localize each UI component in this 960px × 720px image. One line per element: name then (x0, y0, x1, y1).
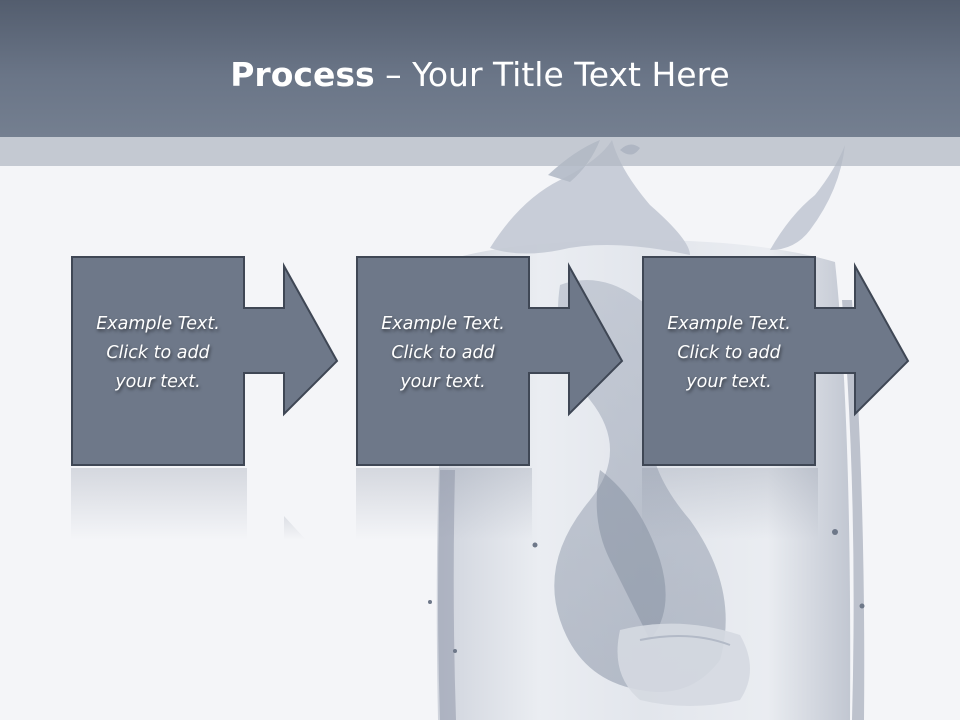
slide-title[interactable]: Process – Your Title Text Here (0, 52, 960, 98)
title-separator: – (374, 55, 413, 94)
step-3-reflection (642, 468, 818, 540)
title-bold-text: Process (230, 55, 375, 94)
title-rest-text: Your Title Text Here (412, 55, 730, 94)
arrow-box-shape (356, 256, 624, 466)
process-step-1[interactable]: Example Text. Click to add your text. (71, 256, 416, 471)
title-bar: Process – Your Title Text Here (0, 0, 960, 137)
step-2-reflection (356, 468, 532, 540)
title-sub-band (0, 137, 960, 166)
step-text[interactable]: Example Text. Click to add your text. (96, 314, 220, 392)
process-step-2[interactable]: Example Text. Click to add your text. (356, 256, 701, 471)
arrow-box-shape (642, 256, 910, 466)
arrow-box-shape (71, 256, 339, 466)
step-1-reflection (71, 468, 247, 540)
step-text[interactable]: Example Text. Click to add your text. (381, 314, 505, 392)
process-step-3[interactable]: Example Text. Click to add your text. (642, 256, 960, 471)
step-text[interactable]: Example Text. Click to add your text. (667, 314, 791, 392)
